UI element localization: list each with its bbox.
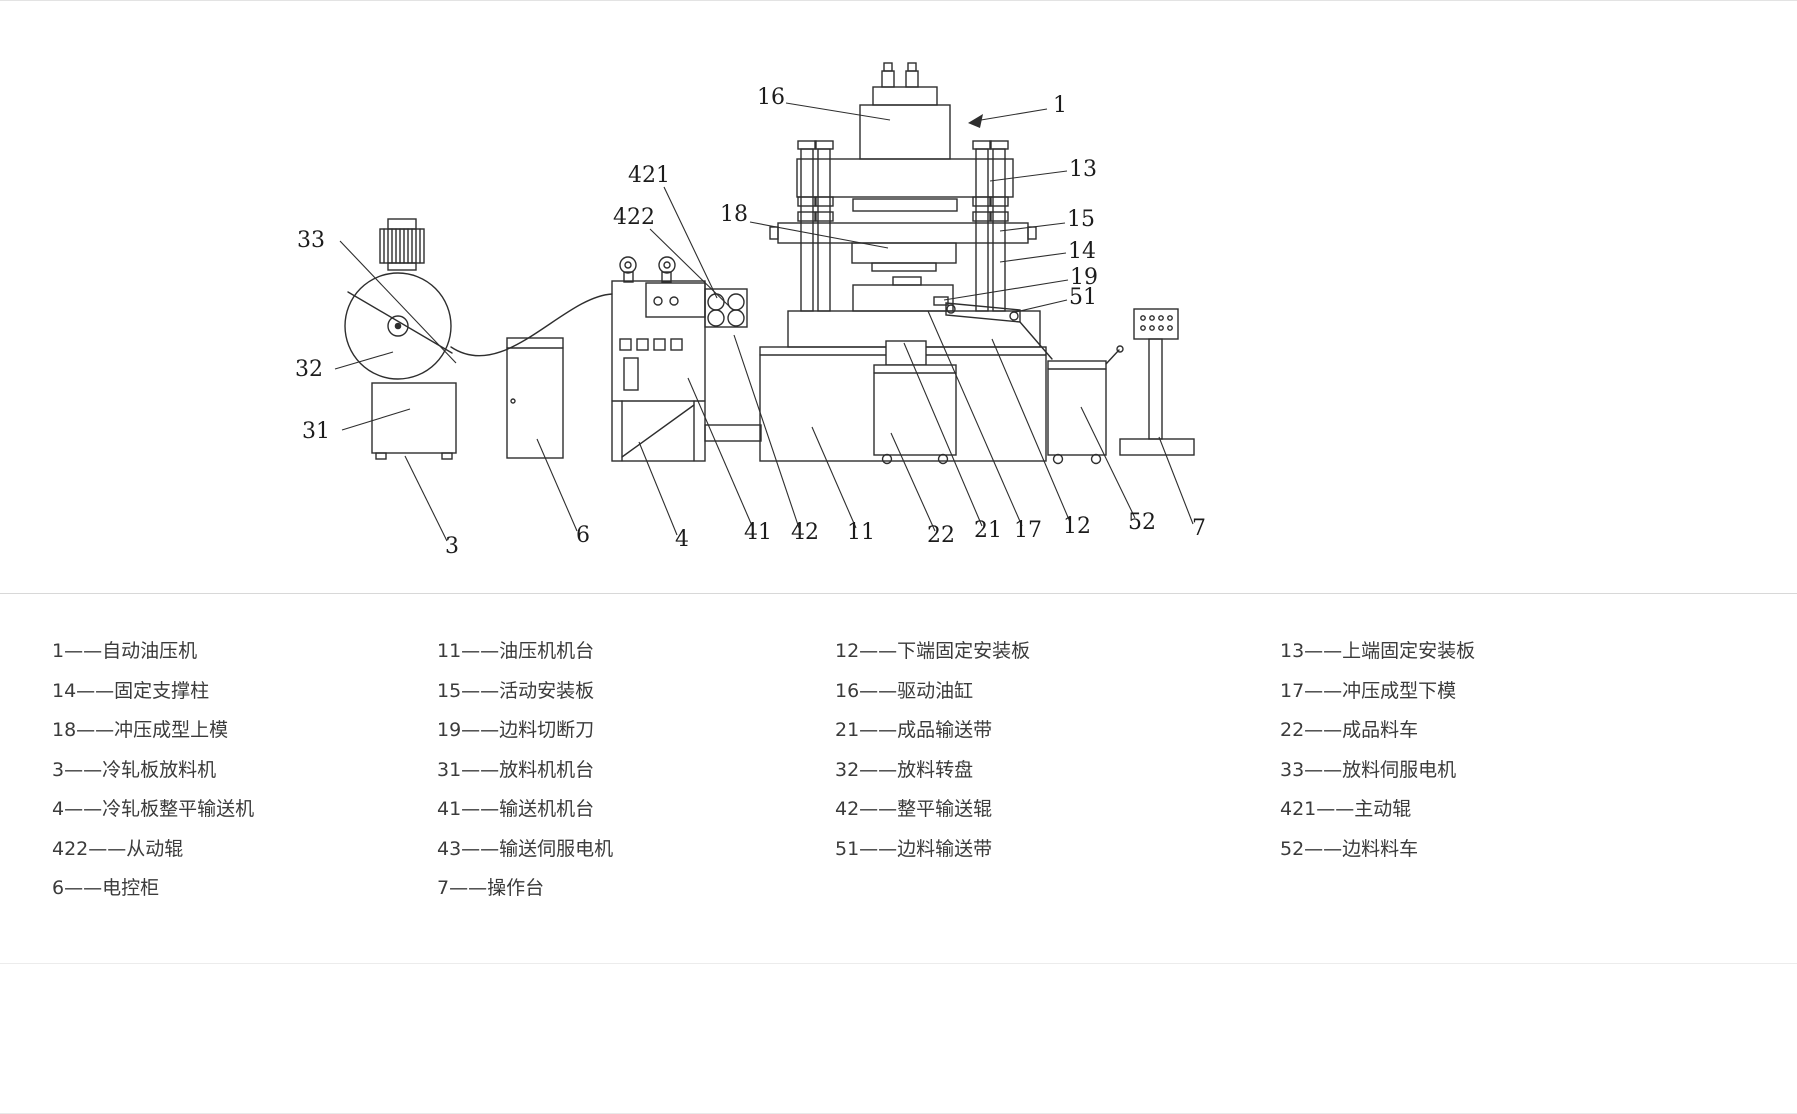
legend-entry-32: 32——放料转盘 [835,758,974,781]
callout-22: 22 [927,523,955,548]
callout-4: 4 [675,527,689,552]
payoff-turntable [344,272,452,380]
support-column [992,148,1006,312]
product-cart [873,364,957,456]
legend-entry-22: 22——成品料车 [1280,719,1419,741]
control-cabinet [506,337,564,459]
arrowhead [968,114,983,128]
decoiler-unit [344,218,613,460]
upper-die [851,242,957,264]
edge-cutting-knife [933,296,949,306]
movable-plate [777,222,1029,244]
leveling-feeder [611,256,762,462]
edge-material-cart [1047,345,1124,465]
callout-15: 15 [1067,207,1095,232]
legend-column-4: 13——上端固定安装板 17——冲压成型下模 22——成品料车 33——放料伺服… [1280,632,1475,869]
outfeed-shelf [704,424,762,442]
callout-labels: 33 32 31 3 6 4 41 42 11 22 21 17 12 52 7… [295,85,1206,559]
legend-column-3: 12——下端固定安装板 16——驱动油缸 21——成品输送带 32——放料转盘 … [835,632,1030,869]
edge-material-belt [945,302,1053,360]
product-belt-and-cart [873,340,957,465]
legend-entry-21: 21——成品输送带 [835,719,993,741]
hydraulic-press [769,62,1037,312]
driven-roller [727,309,745,327]
parts-legend: 1——自动油压机 14——固定支撑柱 18——冲压成型上模 3——冷轧板放料机 … [0,593,1797,964]
legend-entry-14: 14——固定支撑柱 [52,679,210,702]
callout-422: 422 [613,205,655,230]
callout-13: 13 [1069,157,1097,182]
legend-entry-7: 7——操作台 [437,877,545,899]
callout-51: 51 [1069,285,1097,310]
legend-entry-11: 11——油压机机台 [437,640,595,662]
legend-entry-6: 6——电控柜 [52,877,160,899]
legend-entry-15: 15——活动安装板 [437,679,595,702]
callout-42: 42 [791,520,819,545]
leader-lines [334,102,1194,542]
callout-32: 32 [295,357,323,382]
legend-column-2: 11——油压机机台 15——活动安装板 19——边料切断刀 31——放料机机台 … [437,632,613,909]
drive-cylinder [859,104,951,160]
legend-entry-52: 52——边料料车 [1280,837,1419,860]
legend-entry-422: 422——从动辊 [52,837,184,860]
callout-52: 52 [1128,510,1156,535]
product-belt [885,340,927,366]
driven-roller [707,309,725,327]
callout-21: 21 [974,518,1002,543]
callout-16: 16 [757,85,785,110]
legend-entry-41: 41——输送机机台 [437,798,595,820]
callout-33: 33 [297,228,325,253]
callout-12: 12 [1063,514,1091,539]
callout-41: 41 [744,520,772,545]
lower-die [852,284,954,312]
machine-line-drawing: 33 32 31 3 6 4 41 42 11 22 21 17 12 52 7… [295,62,1206,559]
decoiler-base [371,382,457,454]
steel-strip [450,293,613,357]
legend-entry-4: 4——冷轧板整平输送机 [52,798,255,820]
legend-entry-42: 42——整平输送辊 [835,798,993,820]
legend-entry-31: 31——放料机机台 [437,758,595,781]
callout-31: 31 [302,419,330,444]
callout-6: 6 [576,523,590,548]
legend-entry-16: 16——驱动油缸 [835,679,974,702]
legend-entry-33: 33——放料伺服电机 [1280,758,1457,781]
legend-column-1: 1——自动油压机 14——固定支撑柱 18——冲压成型上模 3——冷轧板放料机 … [52,632,254,909]
legend-entry-18: 18——冲压成型上模 [52,719,229,741]
callout-18: 18 [720,202,748,227]
callout-1: 1 [1053,93,1067,118]
callout-17: 17 [1014,518,1042,543]
legend-entry-51: 51——边料输送带 [835,837,993,860]
callout-11: 11 [847,520,875,545]
legend-entry-17: 17——冲压成型下模 [1280,679,1457,702]
legend-entry-3: 3——冷轧板放料机 [52,758,217,781]
bottom-divider [0,963,1797,964]
legend-entry-13: 13——上端固定安装板 [1280,640,1476,662]
support-column [800,148,814,312]
callout-7: 7 [1192,516,1206,541]
roller-bracket [704,288,748,328]
legend-entry-12: 12——下端固定安装板 [835,640,1031,662]
motor-hatching [383,228,421,264]
legend-entry-43: 43——输送伺服电机 [437,837,614,860]
operator-console [1119,308,1195,456]
legend-entry-19: 19——边料切断刀 [437,719,595,741]
callout-421: 421 [628,163,670,188]
legend-entry-421: 421——主动辊 [1280,798,1412,820]
support-column [817,148,831,312]
support-column [975,148,989,312]
callout-14: 14 [1068,239,1096,264]
machine-diagram: 33 32 31 3 6 4 41 42 11 22 21 17 12 52 7… [0,1,1797,593]
callout-19: 19 [1070,265,1098,290]
callout-3: 3 [445,534,459,559]
legend-entry-1: 1——自动油压机 [52,640,198,662]
